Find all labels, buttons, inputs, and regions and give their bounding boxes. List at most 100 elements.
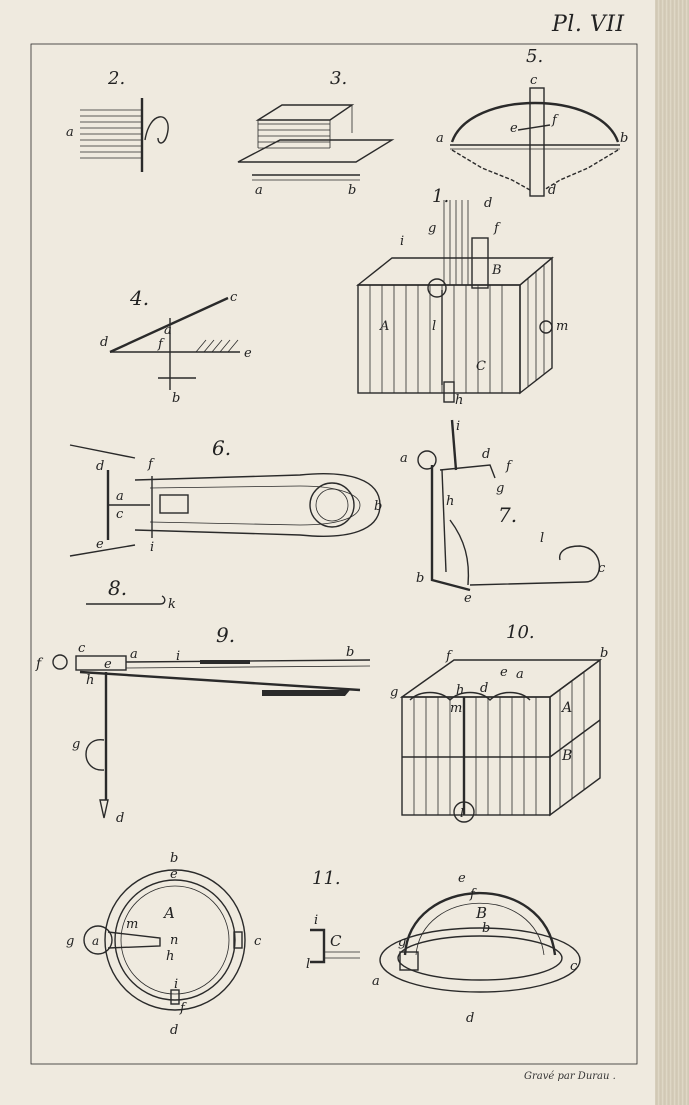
fig7-letter-f: f [505, 459, 513, 474]
fig6-letter-e: e [96, 537, 104, 552]
figure-2: 2. a [66, 68, 169, 172]
fig10-letter-e: e [500, 665, 508, 680]
fig11-letter-n: n [170, 933, 178, 948]
fig4-letter-a: a [164, 323, 172, 338]
fig1-number: 1. [432, 186, 449, 207]
fig7-letter-i: i [456, 419, 460, 434]
fig7-letter-c: c [598, 561, 606, 576]
fig10-letter-B: B [561, 748, 572, 764]
fig11-letter-i: i [174, 977, 178, 992]
fig7-letter-b: b [416, 571, 424, 586]
fig11b-letter-i: i [314, 913, 318, 928]
fig1-letter-B: B [491, 263, 502, 278]
fig6-letter-f: f [147, 457, 155, 472]
fig2-letter-a: a [66, 125, 74, 140]
fig9-letter-g: g [72, 737, 80, 752]
fig9-letter-e: e [104, 657, 112, 672]
fig4-letter-f: f [157, 337, 165, 352]
fig9-letter-i: i [176, 649, 180, 664]
fig9-letter-a: a [130, 647, 138, 662]
fig9-letter-h: h [86, 673, 94, 688]
fig5-letter-f: f [551, 113, 559, 128]
fig11c-letter-f: f [469, 887, 477, 902]
fig11-letter-c: c [254, 934, 262, 949]
fig6-letter-a: a [116, 489, 124, 504]
fig9-letter-d: d [116, 811, 124, 826]
fig11-letter-h: h [166, 949, 174, 964]
fig11c-letter-b: b [482, 921, 490, 936]
figure-4: 4. c a f d e b [100, 286, 252, 406]
fig6-letter-i: i [150, 540, 154, 555]
figure-3: 3. a b [237, 68, 395, 198]
fig6-number: 6. [212, 436, 231, 460]
fig8-letter-k: k [168, 597, 176, 612]
fig11c-letter-g: g [398, 935, 406, 950]
fig11-letter-e: e [170, 867, 178, 882]
page-edge [655, 0, 689, 1105]
fig4-letter-b: b [172, 391, 180, 406]
fig5-letter-c: c [530, 73, 538, 88]
engraver-credit: Gravé par Durau . [524, 1071, 616, 1082]
figure-6: 6. d f a c e i b [69, 436, 382, 557]
fig10-letter-f: f [445, 649, 453, 664]
fig5-letter-d: d [548, 183, 556, 198]
fig9-letter-b: b [346, 645, 354, 660]
figure-7: 7. i a d f g h l b e c [400, 419, 606, 606]
fig11-letter-m: m [126, 917, 138, 932]
figure-8: 8. k [86, 576, 176, 612]
fig1-letter-l: l [432, 319, 436, 334]
fig11c-letter-B: B [475, 904, 487, 922]
fig1-letter-C: C [476, 359, 486, 374]
fig10-number: 10. [506, 622, 535, 643]
fig3-letter-a: a [255, 183, 263, 198]
fig11b-letter-l: l [306, 957, 310, 972]
fig11-letter-A: A [162, 904, 175, 922]
fig7-letter-l: l [540, 531, 544, 546]
fig1-letter-m: m [556, 319, 568, 334]
plate-border [30, 43, 638, 1065]
fig10-letter-m: m [450, 701, 462, 716]
fig10-letter-A: A [560, 700, 572, 716]
fig9-letter-f: f [35, 656, 44, 672]
fig10-letter-b: b [600, 646, 608, 661]
fig2-number: 2. [107, 68, 125, 89]
plate-title: Pl. VII [552, 12, 625, 37]
fig7-letter-h: h [446, 494, 454, 509]
fig10-letter-d: d [480, 681, 488, 696]
fig11-letter-b: b [170, 851, 178, 866]
fig6-letter-d: d [96, 459, 104, 474]
fig7-letter-d: d [482, 447, 490, 462]
fig7-letter-g: g [496, 481, 504, 496]
fig10-letter-l: l [460, 806, 464, 820]
fig9-number: 9. [216, 623, 235, 647]
fig1-letter-h: h [455, 393, 463, 408]
fig4-number: 4. [129, 286, 149, 310]
fig9-letter-c: c [78, 641, 86, 656]
fig1-letter-i: i [400, 234, 404, 249]
fig10-letter-a: a [516, 667, 524, 682]
figure-1: 1. d g i f B A l m C h [355, 186, 568, 408]
fig4-letter-d: d [100, 335, 108, 350]
fig1-letter-g: g [428, 221, 436, 236]
fig11-letter-d: d [170, 1023, 178, 1038]
fig11-letter-f: f [179, 1001, 187, 1016]
figure-5: 5. c a e f b d [436, 46, 628, 198]
fig6-letter-b: b [374, 499, 382, 514]
fig5-number: 5. [526, 46, 543, 67]
fig11c-letter-a: a [372, 974, 380, 989]
fig11c-letter-c: c [570, 959, 578, 974]
fig7-letter-e: e [464, 591, 472, 606]
fig11c-letter-e: e [458, 871, 466, 886]
fig11c-letter-d: d [466, 1011, 474, 1026]
fig7-letter-a: a [400, 451, 408, 466]
fig3-number: 3. [330, 68, 347, 89]
fig11-letter-g: g [66, 934, 74, 949]
fig3-letter-b: b [348, 183, 356, 198]
fig1-letter-A: A [379, 319, 389, 334]
fig11b-letter-C: C [330, 932, 342, 950]
fig1-letter-d: d [484, 196, 492, 211]
fig5-letter-a: a [436, 131, 444, 146]
fig4-letter-c: c [230, 290, 238, 305]
